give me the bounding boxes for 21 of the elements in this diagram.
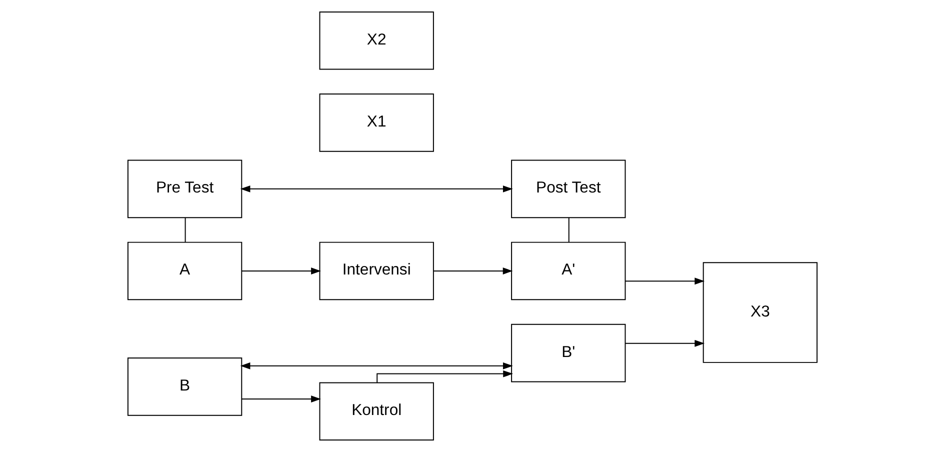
arrow xyxy=(240,268,320,274)
arrow xyxy=(240,185,512,192)
node-box: X1 xyxy=(318,94,434,152)
connector xyxy=(568,217,569,243)
arrow xyxy=(240,396,320,402)
node-box: B' xyxy=(510,324,626,382)
arrow xyxy=(624,278,704,285)
connector xyxy=(184,217,186,243)
arrow xyxy=(624,340,704,347)
node-box: Pre Test xyxy=(126,160,242,218)
node-box: B xyxy=(126,358,242,416)
node-box: A' xyxy=(510,242,626,300)
arrow xyxy=(376,370,513,383)
node-box: X3 xyxy=(702,262,818,363)
node-box: A xyxy=(126,242,242,300)
arrow xyxy=(432,268,512,274)
node-box: Kontrol xyxy=(318,382,434,441)
node-box: Post Test xyxy=(510,160,626,218)
node-box: X2 xyxy=(318,11,434,70)
node-box: Intervensi xyxy=(318,242,434,300)
arrow xyxy=(240,362,512,370)
